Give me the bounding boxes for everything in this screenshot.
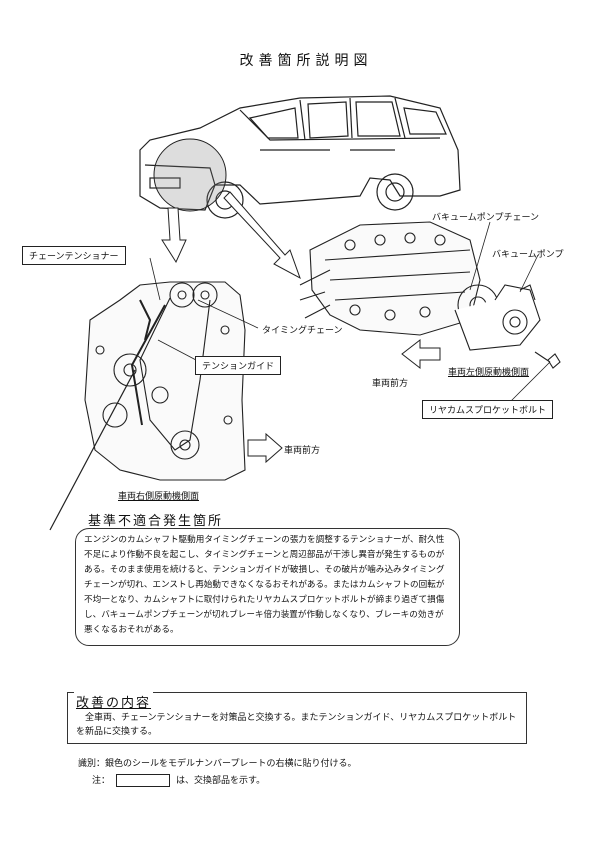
remedy-heading: 改善の内容: [74, 692, 154, 711]
remedy-box: 改善の内容 全車両、チェーンテンショナーを対策品と交換する。またテンションガイド…: [67, 692, 527, 744]
chain-tensioner-label: チェーンテンショナー: [22, 246, 126, 265]
note-suffix: は、交換部品を示す。: [176, 776, 266, 786]
right-engine-illustration: [84, 281, 246, 481]
leader-lines: [49, 221, 551, 531]
remedy-body: 全車両、チェーンテンショナーを対策品と交換する。またテンションガイド、リヤカムス…: [76, 713, 517, 737]
timing-chain-label: タイミングチェーン: [262, 326, 343, 336]
page-title: 改善箇所説明図: [239, 53, 373, 69]
vehicle-front-left-label: 車両前方: [372, 379, 409, 389]
left-engine-illustration: [299, 221, 561, 369]
engine-highlight-circle: [153, 138, 227, 212]
vehicle-front-right-label: 車両前方: [284, 446, 321, 456]
nonconformity-description: エンジンのカムシャフト駆動用タイミングチェーンの張力を調整するテンショナーが、耐…: [75, 528, 460, 646]
left-side-view-caption: 車両左側原動機側面: [448, 368, 530, 378]
identification-note: 識別：銀色のシールをモデルナンバープレートの右横に貼り付ける。: [78, 759, 357, 769]
vacuum-pump-chain-label: バキュームポンプチェーン: [432, 213, 540, 223]
callout-arrows: [161, 191, 441, 464]
right-side-view-caption: 車両右側原動機側面: [118, 492, 200, 502]
replacement-part-swatch: [116, 774, 171, 787]
tension-guide-label: テンションガイド: [195, 356, 282, 375]
replacement-note: 注： は、交換部品を示す。: [92, 773, 265, 787]
note-prefix: 注：: [92, 776, 111, 786]
vacuum-pump-label: バキュームポンプ: [492, 250, 564, 260]
rear-cam-bolt-label: リヤカムスプロケットボルト: [422, 400, 554, 419]
nonconformity-heading: 基準不適合発生箇所: [88, 514, 224, 529]
